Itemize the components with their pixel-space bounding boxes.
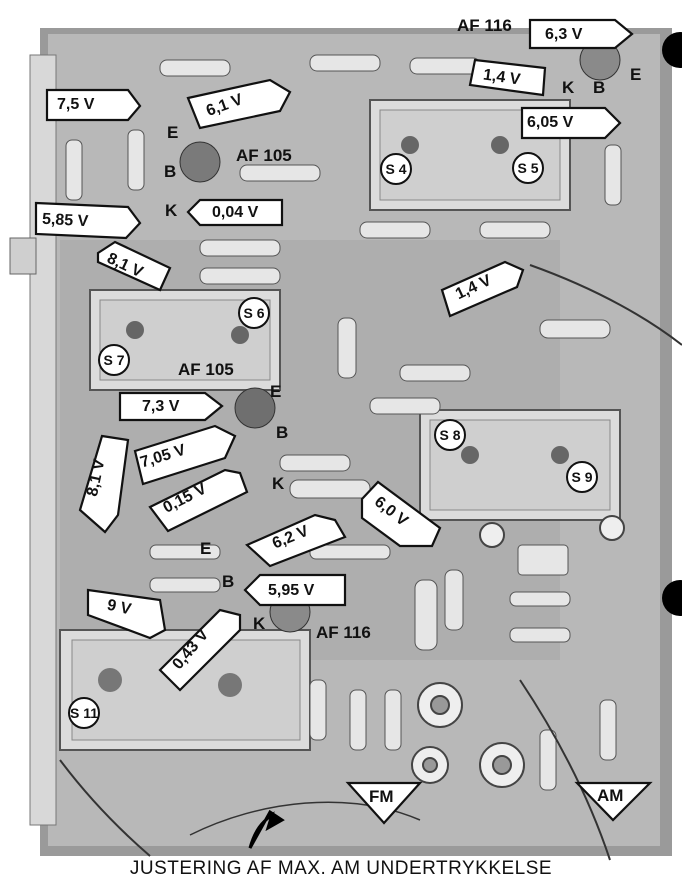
pin-label-e-af105-middle: E xyxy=(270,382,282,401)
coil-label-s11: S 11 xyxy=(68,697,100,729)
fm-marker-label: FM xyxy=(369,787,394,806)
voltage-label-6-05: 6,05 V xyxy=(527,114,574,131)
pin-label-b-af116-bottom: B xyxy=(222,572,235,591)
voltage-label-7-5: 7,5 V xyxy=(57,96,95,113)
pin-label-k-af116-bottom: K xyxy=(253,614,266,633)
pin-label-b-af105-upper: B xyxy=(164,162,177,181)
pin-label-e-af105-upper: E xyxy=(167,123,179,142)
coil-label-s8: S 8 xyxy=(434,419,466,451)
coil-label-s5: S 5 xyxy=(512,152,544,184)
coil-label-s6: S 6 xyxy=(238,297,270,329)
pin-label-k-af105-upper: K xyxy=(165,201,178,220)
transistor-label-af105-middle: AF 105 xyxy=(178,360,234,379)
voltage-label-7-3: 7,3 V xyxy=(142,398,180,415)
pin-label-k-af116-top: K xyxy=(562,78,575,97)
pin-label-e-af116-bottom: E xyxy=(200,539,212,558)
pin-label-k-af105-middle: K xyxy=(272,474,285,493)
transistor-label-af116-top: AF 116 xyxy=(457,16,512,35)
pin-label-e-af116-top: E xyxy=(630,65,642,84)
transistor-label-af105-upper: AF 105 xyxy=(236,146,292,165)
voltage-label-0-04: 0,04 V xyxy=(212,204,259,221)
coil-label-s7: S 7 xyxy=(98,344,130,376)
voltage-label-6-3: 6,3 V xyxy=(545,26,583,43)
am-marker-label: AM xyxy=(597,786,624,805)
transistor-label-af116-bottom: AF 116 xyxy=(316,623,371,642)
pin-label-b-af105-middle: B xyxy=(276,423,289,442)
voltage-label-5-95: 5,95 V xyxy=(268,582,315,599)
coil-label-s4: S 4 xyxy=(380,153,412,185)
pin-label-b-af116-top: B xyxy=(593,78,606,97)
figure-caption: JUSTERING AF MAX. AM UNDERTRYKKELSE xyxy=(129,858,553,879)
coil-label-s9: S 9 xyxy=(566,461,598,493)
voltage-label-5-85: 5,85 V xyxy=(41,210,89,231)
adjustment-arrow-icon xyxy=(248,809,285,849)
